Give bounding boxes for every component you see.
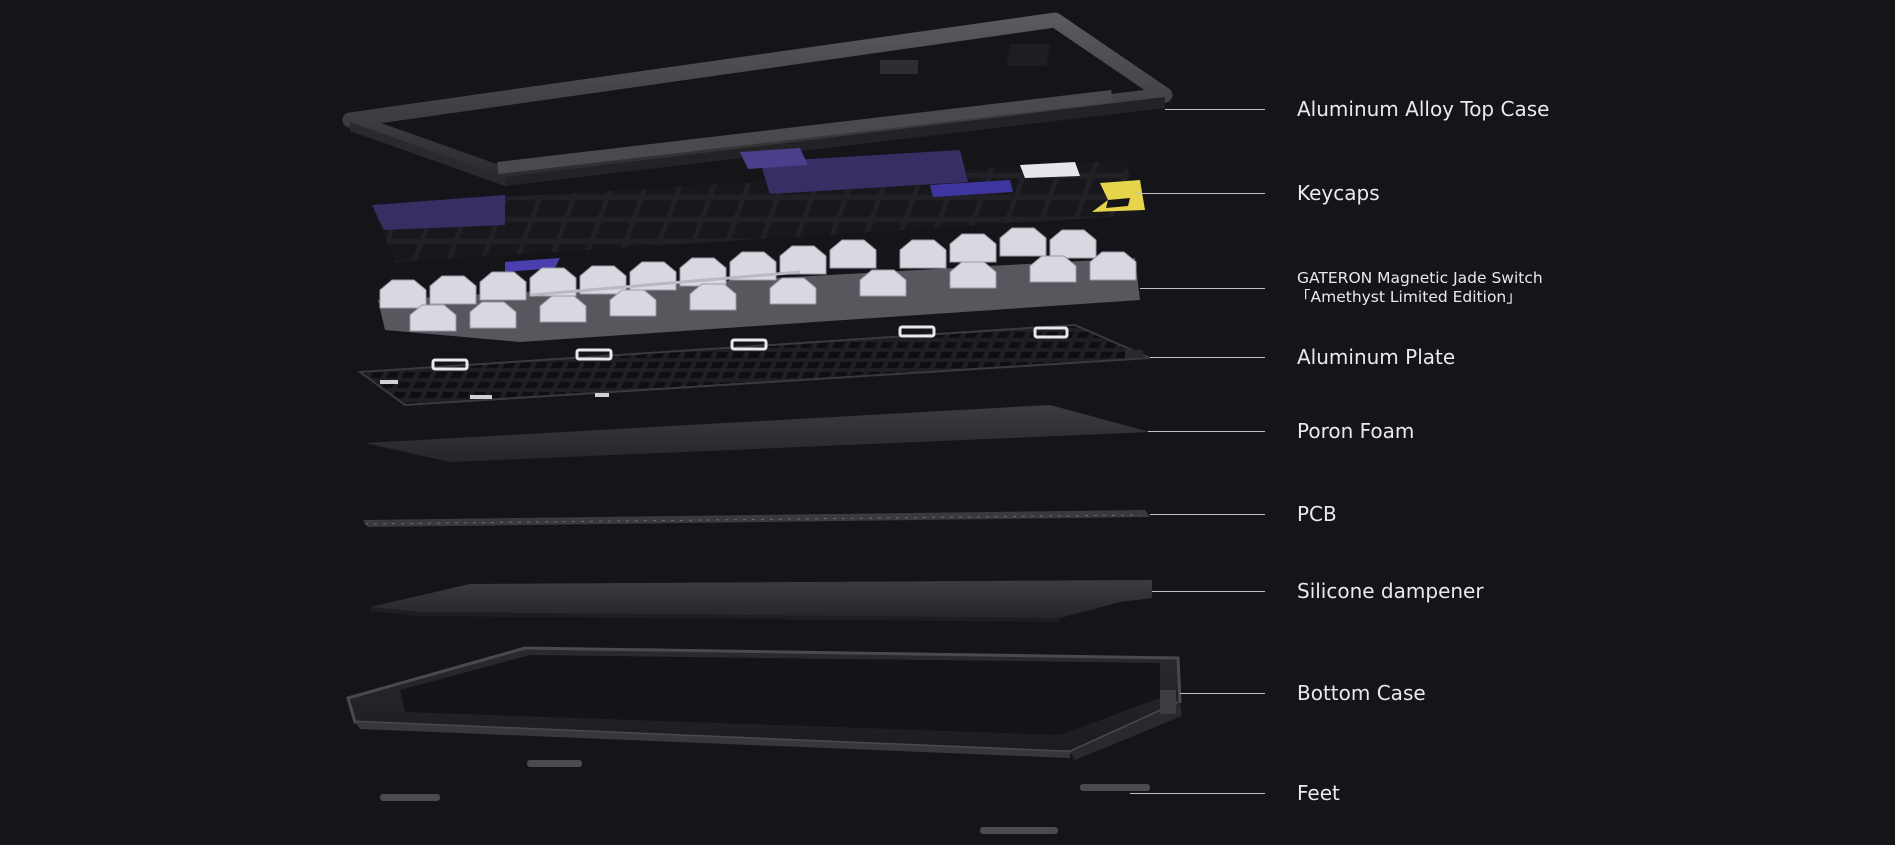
leader-line-keycaps bbox=[1135, 193, 1265, 194]
label-feet: Feet bbox=[1297, 781, 1340, 805]
label-plate: Aluminum Plate bbox=[1297, 345, 1456, 369]
leader-line-feet bbox=[1130, 793, 1265, 794]
label-foam: Poron Foam bbox=[1297, 419, 1415, 443]
label-switches-line1: GATERON Magnetic Jade Switch bbox=[1297, 269, 1543, 287]
leader-line-bottom-case bbox=[1180, 693, 1265, 694]
leader-line-plate bbox=[1150, 357, 1265, 358]
label-bottom-case: Bottom Case bbox=[1297, 681, 1426, 705]
label-keycaps: Keycaps bbox=[1297, 181, 1380, 205]
switches-illustration bbox=[378, 227, 1140, 342]
leader-line-dampener bbox=[1152, 591, 1265, 592]
bottom-case-illustration bbox=[346, 646, 1182, 760]
feet-illustration bbox=[380, 760, 1150, 834]
dampener-illustration bbox=[370, 580, 1152, 622]
leader-line-top-case bbox=[1165, 109, 1265, 110]
label-switches-line2: 「Amethyst Limited Edition」 bbox=[1295, 288, 1522, 306]
leader-line-switches bbox=[1140, 288, 1265, 289]
label-pcb: PCB bbox=[1297, 502, 1337, 526]
label-dampener: Silicone dampener bbox=[1297, 579, 1484, 603]
label-top-case: Aluminum Alloy Top Case bbox=[1297, 97, 1550, 121]
leader-line-foam bbox=[1148, 431, 1265, 432]
pcb-illustration bbox=[363, 510, 1150, 527]
plate-illustration bbox=[357, 323, 1151, 407]
foam-illustration bbox=[365, 405, 1150, 462]
leader-line-pcb bbox=[1150, 514, 1265, 515]
top-case-illustration bbox=[342, 12, 1173, 186]
keycaps-illustration bbox=[372, 148, 1145, 272]
